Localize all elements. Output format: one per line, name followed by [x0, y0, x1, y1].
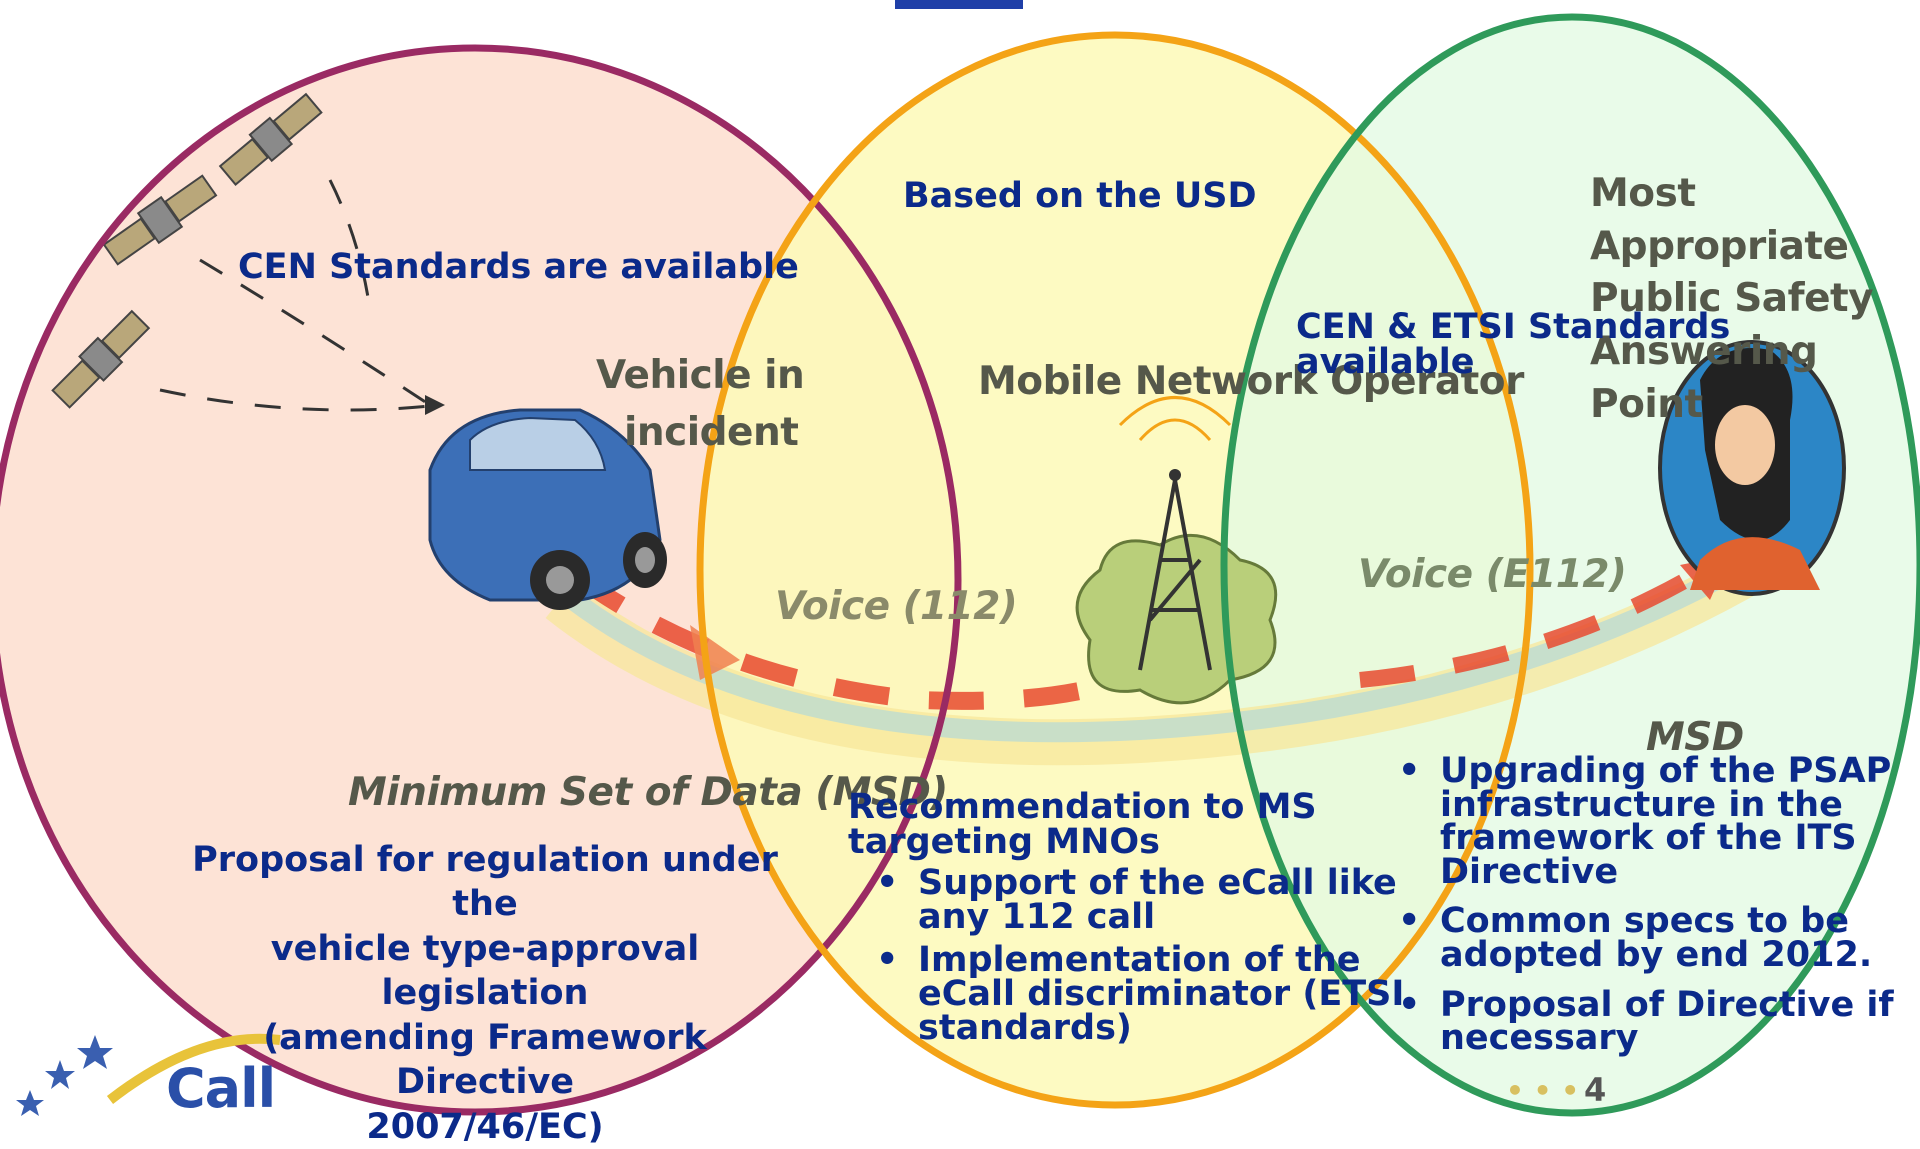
cen-etsi-standards-text: CEN & ETSI Standards available — [1296, 307, 1731, 382]
car-icon — [428, 408, 667, 610]
psap-circle-outline — [1220, 13, 1920, 1117]
gps-dashed-lines — [159, 179, 441, 412]
operator-label: Mobile Network Operator — [978, 359, 1524, 404]
gps-arrow-head — [425, 395, 445, 415]
list-item: • Upgrading of the PSAP infrastructure i… — [1398, 751, 1892, 892]
footer-dots: • • • — [1506, 1074, 1580, 1107]
vehicle-circle-outline — [0, 44, 962, 1116]
ecall-logo-icon — [16, 1033, 281, 1116]
list-item: • Common specs to be adopted by end 2012… — [1398, 901, 1873, 975]
voice-right-label: Voice (E112) — [1358, 552, 1627, 597]
recommendation-text: Recommendation to MS targeting MNOs — [848, 787, 1317, 862]
satellite-icon — [51, 92, 323, 409]
logo-text: Call — [166, 1057, 276, 1120]
cen-standards-text: CEN Standards are available — [238, 247, 799, 287]
network-bullet-list: • Support of the eCall like any 112 call… — [876, 863, 1405, 1049]
psap-circle-fill — [1224, 17, 1920, 1113]
psap-label: Most Appropriate Public Safety Answering… — [1590, 171, 1874, 427]
usd-basis-text: Based on the USD — [903, 176, 1257, 216]
msd-left-label: Minimum Set of Data (MSD) — [348, 770, 948, 815]
header-accent-bar — [895, 0, 1023, 9]
operator-portrait-icon — [1658, 340, 1846, 596]
page-number: 4 — [1584, 1071, 1607, 1109]
list-item: • Proposal of Directive if necessary — [1398, 984, 1894, 1059]
network-circle-outline — [696, 31, 1534, 1109]
msd-right-label: MSD — [1646, 715, 1744, 760]
list-item: • Implementation of the eCall discrimina… — [876, 939, 1405, 1049]
psap-bullet-list: • Upgrading of the PSAP infrastructure i… — [1398, 751, 1894, 1059]
list-item: • Support of the eCall like any 112 call — [876, 863, 1397, 938]
vehicle-label: Vehicle in incident — [596, 353, 805, 455]
diagram-canvas — [0, 0, 1920, 1117]
voice-left-label: Voice (112) — [775, 584, 1018, 629]
